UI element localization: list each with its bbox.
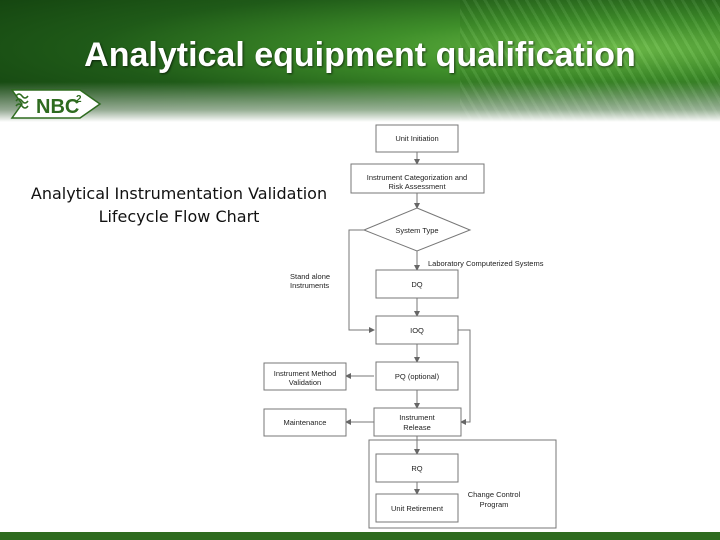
rq-label: RQ [411,464,422,473]
method-validation-label-line1: Instrument Method [274,369,337,378]
method-validation-label-line2: Validation [289,378,321,387]
svg-text:NBC: NBC [36,96,79,118]
system-type-decision [362,207,472,252]
header-fade [0,82,720,122]
rq-box [375,453,459,483]
categorization-box [350,163,485,194]
instrument-release-box [373,407,462,437]
dq-box [375,269,459,299]
unit-retirement-box [375,493,459,523]
connector-lines [345,152,471,495]
unit-initiation-box [375,124,459,153]
unit-retirement-label: Unit Retirement [391,504,444,513]
categorization-label-line2: Risk Assessment [388,182,446,191]
ioq-label: IOQ [410,326,424,335]
footer-bar [0,532,720,540]
pq-box [375,361,459,391]
release-label-line1: Instrument [399,413,435,422]
laboratory-systems-label: Laboratory Computerized Systems [428,259,544,268]
ioq-box [375,315,459,345]
pq-label: PQ (optional) [395,372,440,381]
standalone-label-line1: Stand alone [290,272,330,281]
flowchart-caption: Analytical Instrumentation Validation Li… [20,182,338,228]
standalone-label-line2: Instruments [290,281,329,290]
method-validation-box [263,362,347,391]
system-type-label: System Type [395,226,438,235]
maintenance-box [263,408,347,437]
slide-title: Analytical equipment qualification [84,36,636,74]
change-control-label-line2: Program [480,500,509,509]
caption-line-2: Lifecycle Flow Chart [98,207,260,226]
categorization-label-line1: Instrument Categorization and [367,173,467,182]
nbc2-logo: NBC 2 [10,89,102,119]
slide-header [0,0,720,122]
svg-text:2: 2 [76,94,82,105]
dq-label: DQ [411,280,422,289]
release-label-line2: Release [403,423,431,432]
unit-initiation-label: Unit Initiation [395,134,438,143]
change-control-label-line1: Change Control [468,490,521,499]
maintenance-label: Maintenance [284,418,327,427]
caption-line-1: Analytical Instrumentation Validation [30,184,328,203]
